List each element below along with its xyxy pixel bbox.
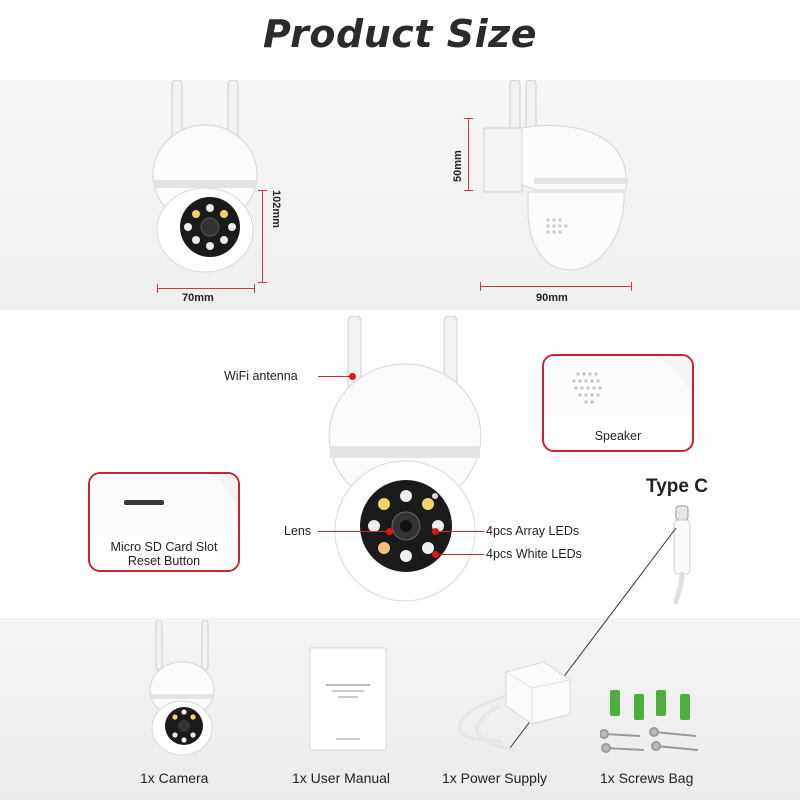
package-manual-illustration bbox=[309, 647, 387, 751]
sd-slot-inset: Micro SD Card Slot Reset Button bbox=[88, 472, 240, 572]
camera-front-illustration bbox=[152, 80, 258, 273]
side-height-dimension-line bbox=[468, 118, 469, 190]
camera-main-illustration bbox=[328, 316, 482, 602]
size-panel: 102mm 70mm 50mm 90mm bbox=[0, 80, 800, 310]
lens-leader bbox=[318, 531, 388, 532]
side-width-label: 90mm bbox=[536, 292, 568, 304]
dim-cap bbox=[464, 190, 473, 191]
lens-marker bbox=[386, 528, 393, 535]
lens-callout: Lens bbox=[284, 524, 312, 538]
sd-slot-illustration bbox=[90, 474, 238, 536]
dim-cap bbox=[254, 284, 255, 293]
side-width-dimension-line bbox=[480, 286, 632, 287]
package-panel bbox=[0, 618, 800, 800]
sd-slot-label: Micro SD Card Slot bbox=[110, 540, 218, 554]
dim-cap bbox=[480, 282, 481, 291]
type-c-cable-illustration bbox=[673, 505, 691, 604]
package-camera-illustration bbox=[149, 620, 215, 756]
dim-cap bbox=[258, 190, 267, 191]
array-leds-callout: 4pcs Array LEDs bbox=[486, 524, 580, 538]
width-dimension-line bbox=[157, 288, 255, 289]
wifi-antenna-leader bbox=[318, 376, 350, 377]
package-item-camera: 1x Camera bbox=[140, 770, 209, 786]
package-screws-illustration bbox=[600, 690, 699, 753]
dim-cap bbox=[464, 118, 473, 119]
array-leds-leader bbox=[438, 531, 484, 532]
reset-button-label: Reset Button bbox=[127, 554, 201, 568]
dim-cap bbox=[631, 282, 632, 291]
speaker-label: Speaker bbox=[594, 429, 642, 443]
wifi-antenna-callout: WiFi antenna bbox=[224, 369, 298, 383]
white-leds-marker bbox=[432, 551, 439, 558]
package-item-screws-bag: 1x Screws Bag bbox=[600, 770, 694, 786]
dim-cap bbox=[258, 282, 267, 283]
package-item-power-supply: 1x Power Supply bbox=[442, 770, 548, 786]
package-power-supply-illustration bbox=[458, 661, 571, 754]
package-item-user-manual: 1x User Manual bbox=[292, 770, 391, 786]
page-title: Product Size bbox=[263, 12, 537, 56]
type-c-label: Type C bbox=[646, 476, 708, 497]
front-width-label: 70mm bbox=[182, 292, 214, 304]
camera-side-illustration bbox=[483, 80, 628, 271]
dim-cap bbox=[157, 284, 158, 293]
white-leds-callout: 4pcs White LEDs bbox=[486, 547, 582, 561]
wifi-antenna-marker bbox=[349, 373, 356, 380]
speaker-inset: Speaker bbox=[542, 354, 694, 452]
height-dimension-line bbox=[262, 190, 263, 282]
array-leds-marker bbox=[432, 528, 439, 535]
speaker-grille-illustration bbox=[544, 356, 692, 416]
white-leds-leader bbox=[438, 554, 484, 555]
